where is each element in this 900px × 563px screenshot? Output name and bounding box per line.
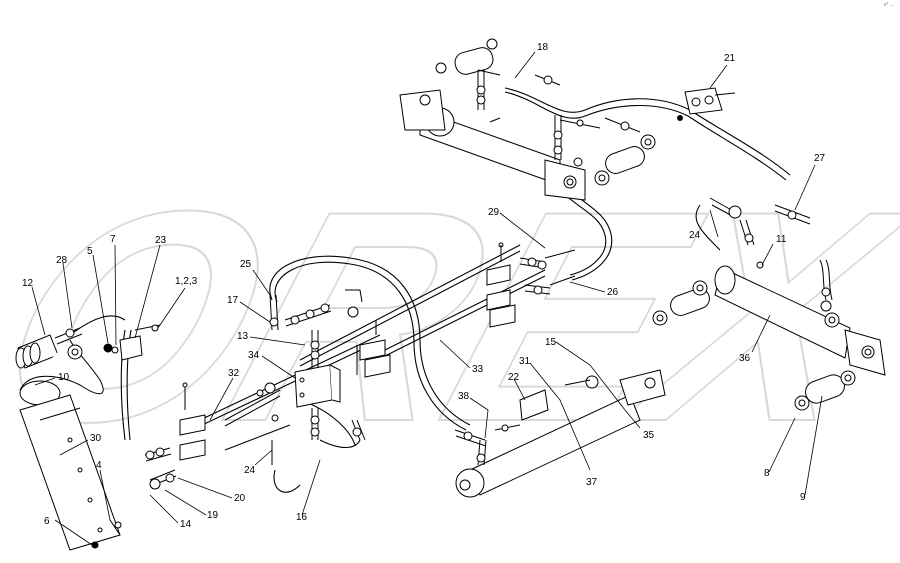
callout-14: 14 [180, 519, 192, 530]
lower-clamps [144, 382, 291, 490]
clamp-21 [677, 87, 736, 121]
callout-5: 5 [87, 246, 93, 257]
callout-38: 38 [458, 391, 470, 402]
callout-11: 11 [776, 234, 787, 245]
callout-26: 26 [607, 287, 619, 298]
callout-13: 13 [237, 331, 249, 342]
leader-lines [31, 51, 823, 546]
right-upper-fittings [709, 197, 811, 269]
callout-34: 34 [248, 350, 260, 361]
callout-29: 29 [488, 207, 500, 218]
lower-mid-fittings [351, 419, 521, 466]
pin-8-9 [794, 370, 856, 411]
watermark-logo: OREX [0, 148, 900, 485]
right-cylinder [652, 259, 886, 376]
callout-1-2-3: 1,2,3 [175, 276, 198, 287]
callout-36: 36 [739, 353, 751, 364]
pipe-clamps [486, 242, 576, 328]
callout-31: 31 [519, 356, 531, 367]
callout-33: 33 [472, 364, 484, 375]
callout-27: 27 [814, 153, 826, 164]
callout-17: 17 [227, 295, 239, 306]
left-parts [15, 324, 161, 551]
upper-fittings [435, 38, 656, 186]
callout-24-lower: 24 [244, 465, 256, 476]
corner-mark: v° ... [883, 2, 894, 8]
upper-cylinder [399, 89, 586, 201]
callout-22: 22 [508, 372, 520, 383]
callout-28: 28 [56, 255, 68, 266]
callout-6: 6 [44, 516, 50, 527]
callout-10: 10 [58, 372, 70, 383]
callout-16: 16 [296, 512, 308, 523]
callout-8: 8 [764, 468, 770, 479]
callout-12: 12 [22, 278, 34, 289]
callout-18: 18 [537, 42, 549, 53]
center-fittings [269, 289, 391, 378]
callout-32: 32 [228, 368, 240, 379]
callout-23: 23 [155, 235, 167, 246]
callout-24: 24 [689, 230, 701, 241]
callout-21: 21 [724, 53, 736, 64]
callout-37: 37 [586, 477, 598, 488]
callout-19: 19 [207, 510, 219, 521]
svg-text:OREX: OREX [0, 149, 900, 484]
callout-15: 15 [545, 337, 557, 348]
valve-block [294, 330, 341, 440]
callout-9: 9 [800, 492, 806, 503]
callout-20: 20 [234, 493, 246, 504]
callout-35: 35 [643, 430, 655, 441]
hose-lines [69, 87, 791, 493]
callout-7: 7 [110, 234, 116, 245]
lower-cylinder [455, 369, 666, 498]
callout-4: 4 [96, 460, 102, 471]
callout-25: 25 [240, 259, 252, 270]
callout-30: 30 [90, 433, 102, 444]
